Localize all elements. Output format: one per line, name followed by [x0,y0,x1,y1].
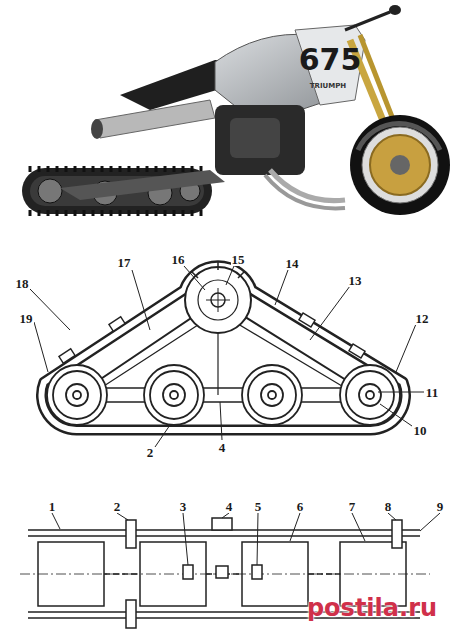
motorcycle-photo [22,5,450,216]
callout-number: 8 [384,500,393,513]
road-wheel [66,384,88,406]
watermark: postila.ru [307,596,437,620]
track-tread [110,210,113,216]
track-tread [128,166,131,172]
callout-number: 2 [146,446,155,459]
callout-number: 18 [15,277,30,290]
road-wheel [242,365,302,425]
bike-number: 675 [299,45,362,75]
track-tread [191,210,194,216]
callout-number: 15 [231,253,246,266]
callout-number: 3 [179,500,188,513]
callout-number: 13 [348,274,363,287]
callout-number: 5 [254,500,263,513]
callout-number: 11 [425,386,439,399]
road-wheel [340,365,400,425]
callout-number: 1 [48,500,57,513]
track-tread [146,210,149,216]
track-tread [200,210,203,216]
callout-number: 17 [117,256,132,269]
track-tread [56,166,59,172]
callout-number: 7 [348,500,357,513]
road-wheel [73,391,81,399]
road-wheel [346,371,394,419]
track-tread [92,210,95,216]
track-tread [119,166,122,172]
road-wheel [366,391,374,399]
track-tread [155,210,158,216]
road-wheel [261,384,283,406]
callout-number: 10 [413,424,428,437]
track-tread [56,210,59,216]
road-wheel [268,391,276,399]
track-tread [101,210,104,216]
track-tread [182,166,185,172]
brand-text: TRIUMPH [310,83,346,90]
track-tread [173,210,176,216]
track-tread [191,166,194,172]
track-tread [137,210,140,216]
track-tread [137,166,140,172]
callout-number: 9 [436,500,445,513]
track-tread [74,210,77,216]
callout-number: 16 [171,253,186,266]
track-tread [182,210,185,216]
track-tread [128,210,131,216]
track-tread [38,166,41,172]
callout-number: 2 [113,500,122,513]
side-view-drawing [30,262,424,447]
track-tread [65,166,68,172]
top-view-drawing [20,513,440,628]
callout-number: 4 [218,441,227,454]
road-wheel [150,371,198,419]
road-wheel [144,365,204,425]
track-tread [110,166,113,172]
track-tread [119,210,122,216]
track-tread [83,210,86,216]
road-wheel [170,391,178,399]
track-tread [29,166,32,172]
track-tread [29,210,32,216]
callout-number: 6 [296,500,305,513]
callout-number: 4 [225,500,234,513]
track-tread [74,166,77,172]
track-tread [65,210,68,216]
road-wheel [248,371,296,419]
track-tread [47,210,50,216]
callout-number: 12 [415,312,430,325]
track-tread [146,166,149,172]
track-tread [47,166,50,172]
road-wheel [53,371,101,419]
track-tread [164,210,167,216]
road-wheel [47,365,107,425]
track-tread [101,166,104,172]
callout-number: 19 [19,312,34,325]
track-tread [155,166,158,172]
track-tread [173,166,176,172]
track-tread [83,166,86,172]
track-tread [164,166,167,172]
track-tread [92,166,95,172]
road-wheel [359,384,381,406]
track-tread [38,210,41,216]
callout-number: 14 [285,257,300,270]
road-wheel [163,384,185,406]
